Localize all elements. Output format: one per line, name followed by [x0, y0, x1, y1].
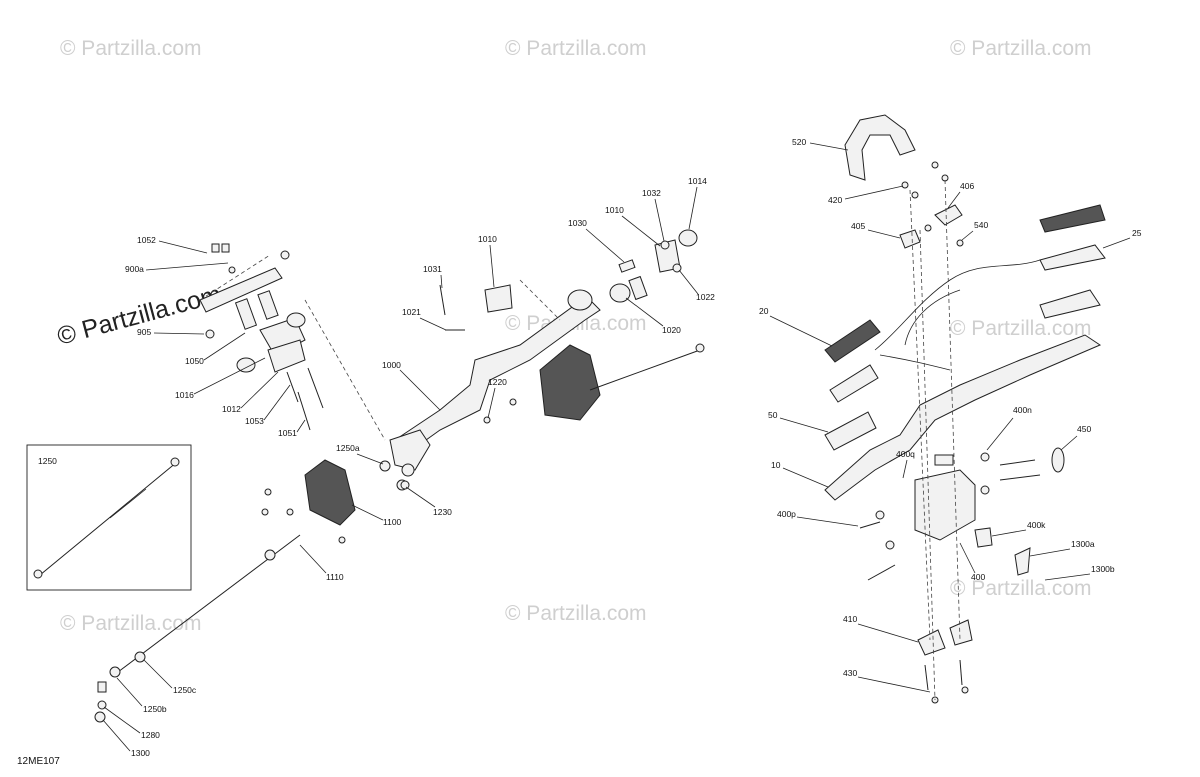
callout-label: 20 — [759, 306, 769, 316]
callout-label: 410 — [843, 614, 857, 624]
callout-label: 400 — [971, 572, 985, 582]
callout-label: 450 — [1077, 424, 1091, 434]
callout-label: 400p — [777, 509, 796, 519]
callout-label: 905 — [137, 327, 151, 337]
watermark: © Partzilla.com — [60, 37, 202, 60]
diagram-code: 12ME107 — [17, 756, 60, 767]
watermark: © Partzilla.com — [950, 37, 1092, 60]
watermark: © Partzilla.com — [505, 37, 647, 60]
callout-label: 1030 — [568, 218, 587, 228]
callout-label: 1000 — [382, 360, 401, 370]
callout-label: 1250a — [336, 443, 360, 453]
callout-label: 540 — [974, 220, 988, 230]
callout-label: 400k — [1027, 520, 1046, 530]
callout-label: 1010 — [478, 234, 497, 244]
callout-label: 1300b — [1091, 564, 1115, 574]
watermark: © Partzilla.com — [950, 577, 1092, 600]
inset-box — [26, 444, 192, 591]
callout-label: 1031 — [423, 264, 442, 274]
watermark-large: © Partzilla.com — [54, 280, 224, 351]
callouts: 1052 900a 905 1050 1016 1012 1053 1051 1… — [38, 137, 1142, 758]
callout-label: 1053 — [245, 416, 264, 426]
callout-label: 25 — [1132, 228, 1142, 238]
watermark: © Partzilla.com — [505, 602, 647, 625]
callout-label: 1250c — [173, 685, 197, 695]
callout-label: 50 — [768, 410, 778, 420]
callout-label: 1012 — [222, 404, 241, 414]
callout-label: 400n — [1013, 405, 1032, 415]
callout-label: 900a — [125, 264, 144, 274]
callout-label: 1022 — [696, 292, 715, 302]
callout-label: 1010 — [605, 205, 624, 215]
callout-label: 1052 — [137, 235, 156, 245]
callout-label: 1250 — [38, 456, 57, 466]
callout-label: 1014 — [688, 176, 707, 186]
callout-label: 1280 — [141, 730, 160, 740]
callout-label: 400q — [896, 449, 915, 459]
callout-label: 406 — [960, 181, 974, 191]
callout-label: 1110 — [326, 572, 344, 582]
watermark: © Partzilla.com — [950, 317, 1092, 340]
callout-label: 405 — [851, 221, 865, 231]
callout-label: 1300a — [1071, 539, 1095, 549]
callout-label: 1050 — [185, 356, 204, 366]
right-assembly — [824, 114, 1106, 704]
watermark: © Partzilla.com — [60, 612, 202, 635]
callout-label: 1300 — [131, 748, 150, 758]
callout-label: 1016 — [175, 390, 194, 400]
callout-label: 1051 — [278, 428, 297, 438]
callout-label: 1230 — [433, 507, 452, 517]
callout-label: 1250b — [143, 704, 167, 714]
callout-label: 10 — [771, 460, 781, 470]
callout-label: 430 — [843, 668, 857, 678]
callout-label: 1021 — [402, 307, 421, 317]
callout-label: 1020 — [662, 325, 681, 335]
callout-label: 1100 — [383, 517, 402, 527]
callout-label: 520 — [792, 137, 806, 147]
callout-label: 420 — [828, 195, 842, 205]
callout-label: 1220 — [488, 377, 507, 387]
left-assembly — [94, 229, 705, 723]
callout-label: 1032 — [642, 188, 661, 198]
